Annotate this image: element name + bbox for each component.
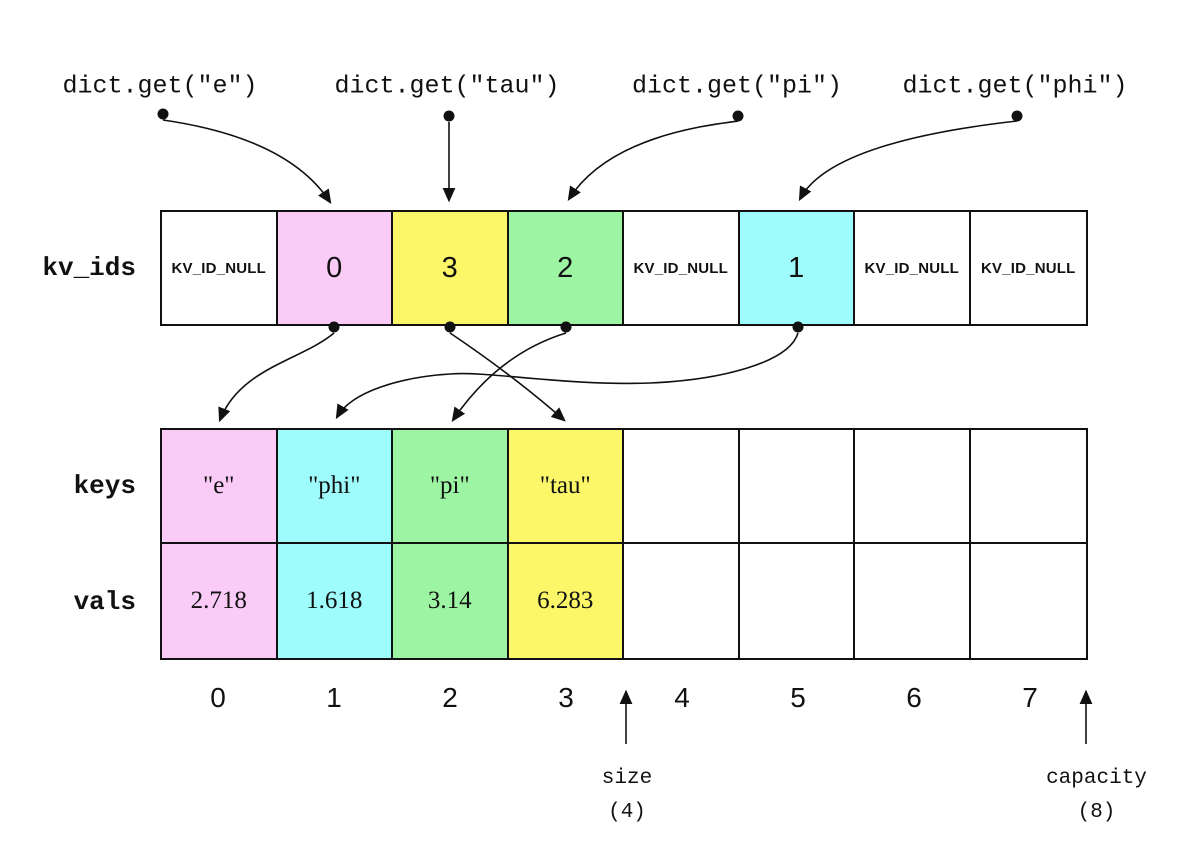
arrow-get-phi-to-kv-ids-5 (798, 120, 1018, 202)
index-label-5: 5 (790, 682, 806, 713)
arrow-kv-ids-5-to-keys-1 (335, 332, 799, 420)
size-label: size (601, 767, 653, 790)
keys-cell-7 (970, 430, 1086, 544)
kv-ids-cell-3: 2 (508, 212, 624, 324)
index-label-7: 7 (1022, 682, 1038, 713)
dot-get-phi (1011, 110, 1023, 122)
index-label-1: 1 (326, 682, 342, 713)
call-label-get-e: dict.get("e") (62, 71, 258, 101)
index-label-0: 0 (210, 682, 226, 713)
kv-ids-array: KV_ID_NULL 0 3 2 KV_ID_NULL 1 KV_ID_NULL… (160, 210, 1088, 326)
call-label-get-pi: dict.get("pi") (631, 71, 843, 101)
dot-get-pi (732, 110, 744, 122)
keys-cell-3: "tau" (508, 430, 624, 544)
index-label-3: 3 (558, 682, 574, 713)
vals-cell-1: 1.618 (277, 544, 393, 658)
arrow-get-pi-to-kv-ids-3 (567, 120, 739, 202)
index-label-4: 4 (674, 682, 690, 713)
dot-get-tau (443, 110, 455, 122)
dot-get-e (157, 108, 169, 120)
size-note: size (4) (577, 762, 677, 830)
kv-ids-cell-2: 3 (393, 212, 509, 324)
keys-cell-0: "e" (162, 430, 278, 544)
capacity-value: (8) (1077, 801, 1116, 824)
keys-cell-1: "phi" (277, 430, 393, 544)
vals-cell-3: 6.283 (508, 544, 624, 658)
vals-row-label: vals (73, 587, 136, 617)
arrow-kv-ids-1-to-keys-0 (218, 332, 335, 423)
vals-cell-0: 2.718 (162, 544, 278, 658)
vals-cell-5 (739, 544, 855, 658)
keys-vals-array: "e" "phi" "pi" "tau" 2.718 1.618 3.14 6.… (160, 428, 1088, 660)
arrow-kv-ids-2-to-keys-3 (449, 332, 566, 422)
kv-ids-cell-4: KV_ID_NULL (624, 212, 740, 324)
keys-row-label: keys (73, 471, 136, 501)
kv-ids-cell-5: 1 (739, 212, 855, 324)
keys-cell-6 (855, 430, 971, 544)
index-label-2: 2 (442, 682, 458, 713)
kv-ids-cell-7: KV_ID_NULL (970, 212, 1086, 324)
arrow-kv-ids-3-to-keys-2 (451, 332, 567, 422)
vals-cell-4 (624, 544, 740, 658)
kv-ids-row-label: kv_ids (42, 253, 136, 283)
kv-ids-cell-6: KV_ID_NULL (855, 212, 971, 324)
kv-ids-cell-0: KV_ID_NULL (162, 212, 278, 324)
vals-cell-6 (855, 544, 971, 658)
capacity-note: capacity (8) (1024, 762, 1169, 830)
call-label-get-phi: dict.get("phi") (902, 71, 1128, 101)
call-label-get-tau: dict.get("tau") (334, 71, 560, 101)
arrow-get-e-to-kv-ids-1 (162, 119, 332, 205)
index-label-6: 6 (906, 682, 922, 713)
keys-cell-4 (624, 430, 740, 544)
vals-cell-7 (970, 544, 1086, 658)
kv-ids-cell-1: 0 (277, 212, 393, 324)
keys-cell-5 (739, 430, 855, 544)
vals-cell-2: 3.14 (393, 544, 509, 658)
capacity-label: capacity (1046, 767, 1147, 790)
keys-cell-2: "pi" (393, 430, 509, 544)
size-value: (4) (608, 801, 646, 824)
